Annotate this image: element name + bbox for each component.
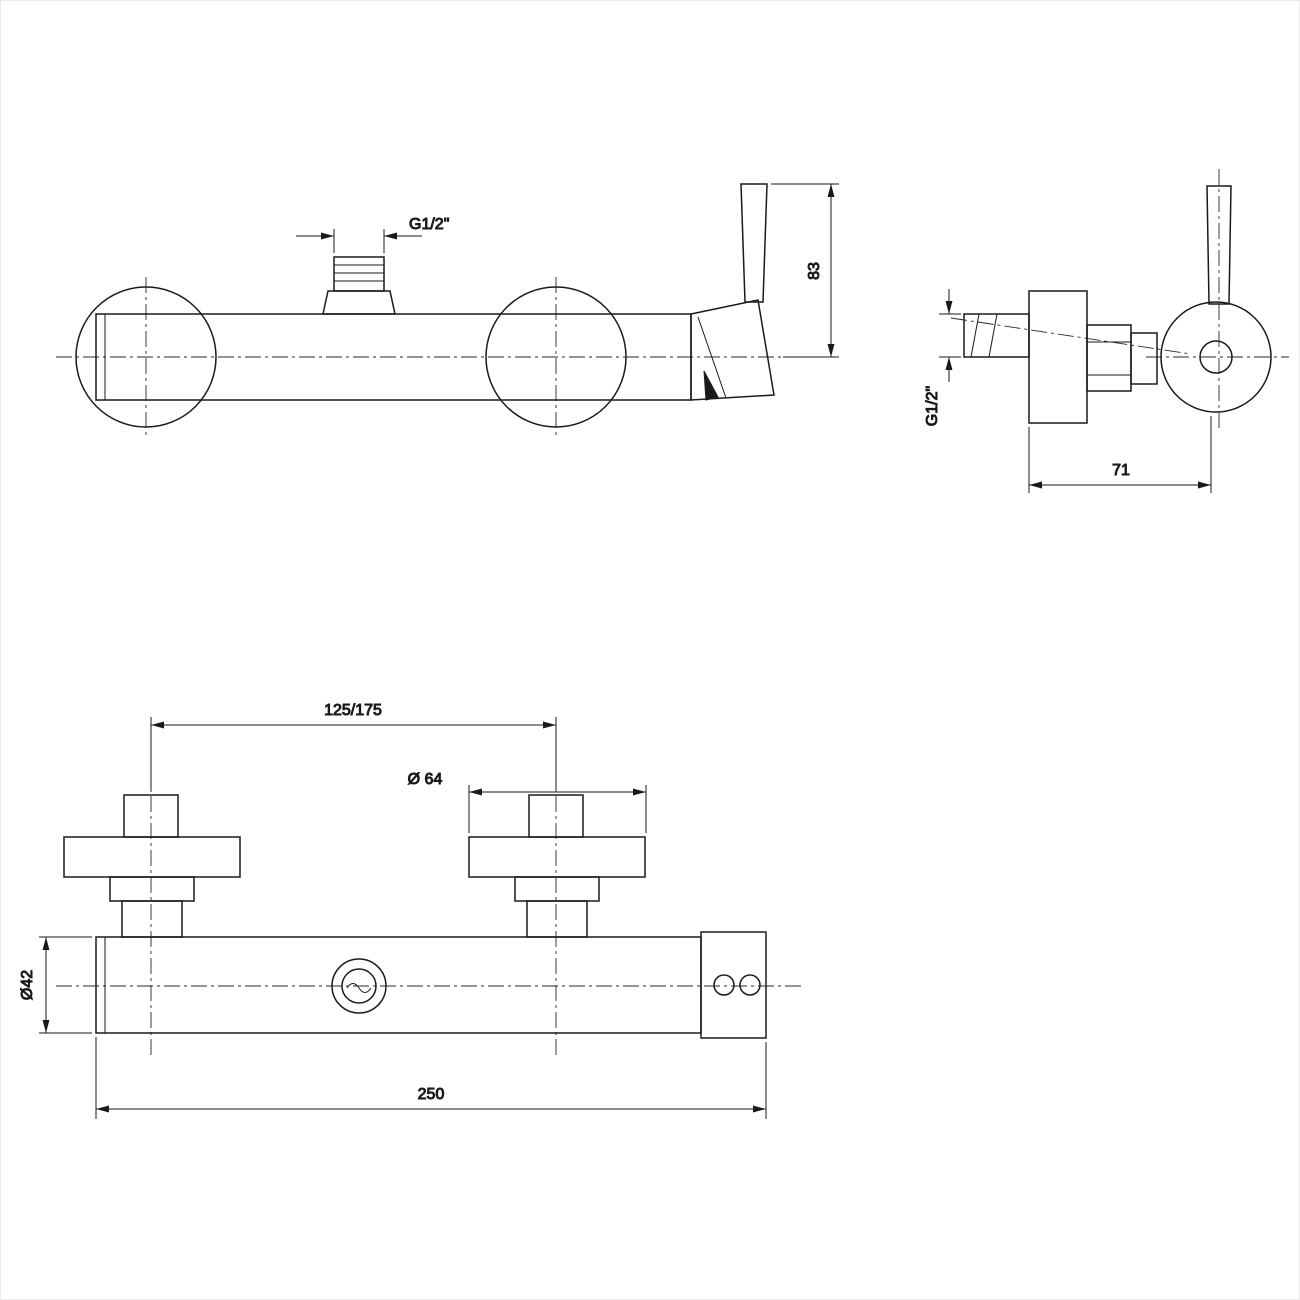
bottom-body [95, 936, 702, 1034]
front-temperature-indicator [703, 370, 719, 401]
flange-diameter-label: Ø 64 [408, 771, 443, 788]
side-body-circle [1160, 301, 1272, 413]
overall-length-label: 250 [418, 1086, 445, 1103]
bottom-view: 125/175 Ø 64 Ø42 250 [19, 702, 801, 1119]
bottom-outlet [331, 958, 387, 1014]
flange-spacing-label: 125/175 [324, 702, 382, 719]
dimension-handle-height: 83 [771, 183, 839, 358]
handle-height-label: 83 [806, 262, 823, 280]
side-lever-handle [1206, 185, 1232, 305]
outlet-spray-symbol [346, 983, 372, 993]
inlet-thread-front-label: G1/2" [409, 216, 449, 233]
right-locknut [514, 876, 600, 902]
front-valve-cap [690, 299, 775, 401]
inlet-thread-side-label: G1/2" [924, 386, 941, 426]
front-inlet-thread [333, 256, 385, 292]
side-inlet-pipe [963, 313, 1030, 358]
wall-depth-label: 71 [1112, 462, 1130, 479]
right-connector [526, 900, 588, 938]
right-flange [468, 836, 646, 878]
left-connector [121, 900, 183, 938]
front-lever-handle [740, 183, 768, 303]
dimension-body-diameter: Ø42 [19, 936, 92, 1034]
side-inlet-centerline [950, 317, 1192, 355]
bottom-port-right [739, 974, 761, 996]
front-right-flange [485, 286, 627, 428]
bottom-port-left [713, 974, 735, 996]
front-view: G1/2" 83 [56, 183, 839, 439]
dimension-overall-length: 250 [95, 1037, 767, 1119]
side-body-inner-circle [1199, 340, 1233, 374]
side-view: G1/2" 71 [924, 169, 1289, 493]
dimension-flange-spacing: 125/175 [150, 702, 557, 791]
left-locknut [109, 876, 195, 902]
bottom-left-inlet-assembly [63, 794, 241, 938]
front-lever-assembly [690, 183, 775, 401]
left-flange [63, 836, 241, 878]
dimension-flange-diameter: Ø 64 [407, 771, 647, 833]
side-wall-plate [1028, 290, 1088, 424]
dimension-wall-depth: 71 [1028, 416, 1212, 493]
front-inlet-connection [322, 256, 396, 315]
dimension-inlet-thread-front: G1/2" [296, 216, 450, 253]
side-hex-nut [1086, 324, 1158, 392]
front-left-flange [75, 286, 217, 428]
dimension-inlet-thread-side: G1/2" [924, 289, 961, 427]
front-inlet-collar [322, 290, 396, 315]
bottom-right-inlet-assembly [468, 794, 646, 938]
side-collar [1130, 332, 1158, 385]
bottom-right-cap [700, 931, 767, 1039]
body-diameter-label: Ø42 [19, 970, 36, 1000]
front-valve-cap-detail-line [697, 316, 727, 399]
